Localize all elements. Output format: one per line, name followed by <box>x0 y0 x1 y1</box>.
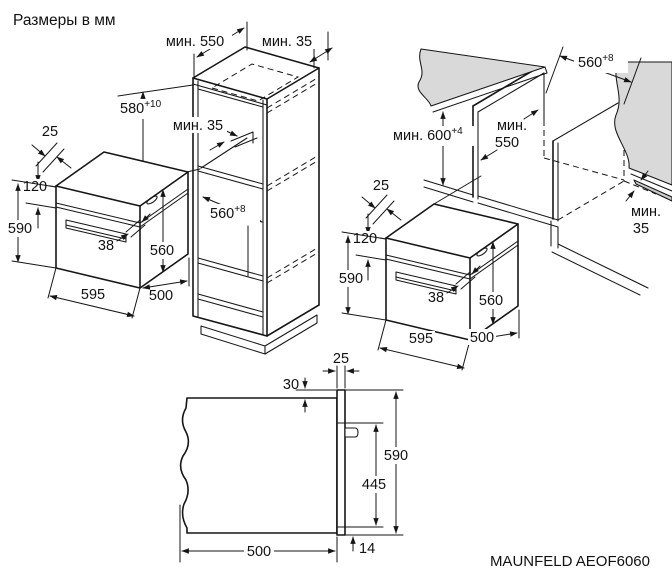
dimension-side-frame-thickness: 25 <box>322 351 360 389</box>
page-title: Размеры в мм <box>13 12 116 29</box>
cabinet-shelf-upper <box>197 131 264 190</box>
built-in-oven-left <box>55 151 189 289</box>
side-bottom-offset-label: 14 <box>359 541 375 557</box>
side-frame-thickness-label: 25 <box>333 351 349 367</box>
counter-niche <box>417 48 672 296</box>
dimension-oven-width: 595 <box>47 267 141 319</box>
dimension-oven-front-frame-right: 25 <box>361 178 402 225</box>
oven-side-view <box>179 389 359 536</box>
dimension-oven-depth: 500 <box>142 257 190 304</box>
dimension-oven-body-height: 560 <box>148 189 176 273</box>
cabinet-shelf-lower <box>197 257 264 318</box>
oven-body-height-label: 560 <box>479 293 503 309</box>
oven-vent <box>476 247 488 257</box>
oven-depth-label: 500 <box>470 330 494 346</box>
side-height-label: 590 <box>384 448 408 464</box>
oven-width-label: 595 <box>81 287 105 303</box>
side-depth-label: 500 <box>247 544 271 560</box>
counter-niche-depth-label-1: мин. <box>497 118 527 134</box>
cabinet-depth-label: мин. 550 <box>166 34 224 50</box>
dimension-counter-niche-width: 560+8 <box>545 46 642 105</box>
oven-width-label: 595 <box>409 331 433 347</box>
niche-height-label: 580+10 <box>120 99 162 117</box>
counter-back-gap-label-2: 35 <box>633 221 649 237</box>
shelf-back-gap-label: мин. 35 <box>173 118 223 134</box>
counter-back-gap-label-1: мин. <box>631 204 661 220</box>
dimension-side-height: 590 <box>344 389 410 536</box>
dimension-oven-depth-right: 500 <box>468 309 520 346</box>
oven-front-frame-label: 25 <box>42 124 58 140</box>
dimension-side-depth: 500 <box>179 504 338 563</box>
oven-front-frame-label: 25 <box>373 178 389 194</box>
insertion-guide-line <box>433 175 482 205</box>
oven-total-height-label: 590 <box>8 221 32 237</box>
dimension-shelf-back-gap: мин. 35 <box>169 117 238 151</box>
dimension-niche-width: 560+8 <box>202 196 263 277</box>
oven-depth-label: 500 <box>149 288 173 304</box>
oven-body-height-label: 560 <box>150 243 174 259</box>
side-view-front-frame <box>336 389 346 536</box>
niche-hidden-edges <box>543 120 657 221</box>
oven-handle-depth-label: 38 <box>98 238 114 254</box>
dimension-oven-front-frame: 25 <box>31 124 72 173</box>
dimension-side-top-overlap: 30 <box>283 377 337 413</box>
cabinet-plinth <box>200 314 318 355</box>
counter-niche-depth-label-2: 550 <box>495 135 519 151</box>
dimension-oven-body-height-right: 560 <box>477 241 505 325</box>
oven-total-height-label: 590 <box>339 271 363 287</box>
dimension-cabinet-back-gap: мин. 35 <box>258 31 333 69</box>
dimension-oven-handle-depth: 38 <box>98 213 151 254</box>
side-lower-height-label: 445 <box>362 477 386 493</box>
cabinet-back-gap-label: мин. 35 <box>262 34 312 50</box>
dimension-counter-niche-depth: мин. 550 <box>480 109 539 161</box>
oven-panel-height-label: 120 <box>23 179 47 195</box>
side-top-overlap-label: 30 <box>283 377 299 393</box>
dimension-side-bottom-offset: 14 <box>350 536 375 557</box>
niche-width-label: 560+8 <box>210 204 246 222</box>
counter-niche-height-label: мин.600+4 <box>393 126 463 144</box>
dimension-oven-total-height-right: 590 <box>337 231 387 321</box>
built-in-oven-right <box>385 203 519 341</box>
dimension-counter-back-gap: мин. 35 <box>625 170 661 237</box>
model-label: MAUNFELD AEOF6060 <box>490 553 650 570</box>
side-view-handle <box>344 427 359 438</box>
oven-vent <box>146 195 158 205</box>
dimension-oven-total-height: 590 <box>6 179 57 269</box>
niche-right-wall <box>550 102 649 296</box>
oven-handle-depth-label: 38 <box>428 290 444 306</box>
cabinet-hidden-edges <box>210 63 320 284</box>
dimension-oven-handle-depth-right: 38 <box>428 265 481 306</box>
dimension-counter-niche-height: мин.600+4 <box>390 111 474 186</box>
oven-panel-height-label: 120 <box>353 231 377 247</box>
dimension-oven-panel-height: 120 <box>21 161 57 229</box>
counter-niche-width-label: 560+8 <box>578 53 614 71</box>
worktop-left <box>417 48 548 113</box>
dimension-side-lower-height: 445 <box>344 422 389 528</box>
dimension-cabinet-depth: мин. 550 <box>158 21 248 78</box>
